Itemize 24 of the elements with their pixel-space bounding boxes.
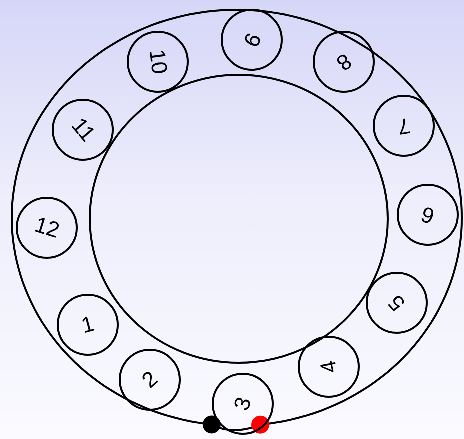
number-circle: [373, 95, 435, 157]
number-circle: [52, 99, 114, 161]
dial-number: 4: [317, 358, 341, 376]
dial-number: 12: [32, 214, 62, 242]
number-circle: [16, 197, 78, 259]
number-circle: [127, 31, 189, 93]
number-circle: [298, 336, 360, 398]
number-circle: [57, 294, 119, 356]
dial-number: 11: [67, 114, 99, 146]
dial-number: 3: [230, 394, 256, 414]
number-circle: [397, 184, 459, 246]
dial-number: 10: [146, 48, 170, 76]
number-circle: [366, 272, 428, 334]
dial-number: 5: [384, 291, 410, 315]
dial-number: 1: [79, 312, 97, 338]
dial-number: 2: [138, 368, 162, 392]
dial-number: 8: [332, 50, 356, 74]
number-circle: [119, 349, 181, 411]
dial-number: 9: [239, 30, 265, 50]
number-circle: [212, 373, 274, 435]
dial-number: 7: [396, 114, 412, 138]
dial-number: 6: [418, 202, 438, 228]
number-circle: [221, 9, 283, 71]
number-circle: [313, 31, 375, 93]
